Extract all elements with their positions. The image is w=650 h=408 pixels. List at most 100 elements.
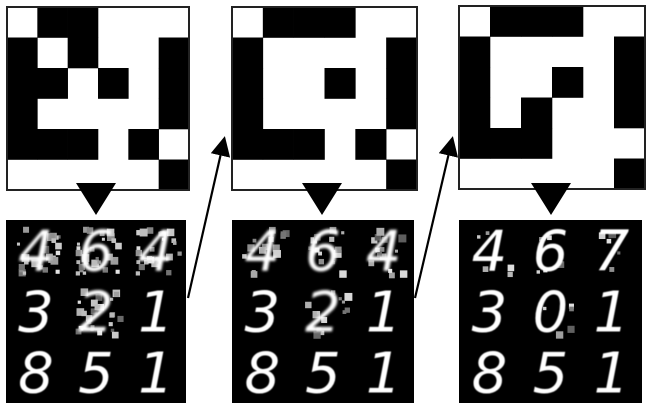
noise-pixel	[617, 251, 621, 255]
noise-pixel	[557, 261, 565, 268]
noise-pixel	[81, 254, 90, 262]
mask-cell	[7, 68, 38, 99]
mask-cell	[7, 37, 38, 69]
noise-pixel	[76, 246, 81, 251]
noise-pixel	[80, 288, 89, 296]
noise-pixel	[273, 249, 281, 258]
noise-pixel	[319, 330, 325, 336]
digit-glyph: 8	[18, 342, 54, 407]
noise-pixel	[31, 259, 39, 268]
mask-cell	[67, 129, 99, 160]
noise-pixel	[90, 327, 94, 332]
digit-glyph: 3	[18, 281, 54, 346]
mask-cell	[459, 97, 491, 129]
noise-pixel	[90, 325, 95, 330]
noise-pixel	[41, 245, 50, 254]
noise-pixel	[102, 267, 109, 273]
noise-pixel	[55, 242, 62, 250]
noise-pixel	[90, 308, 97, 315]
noise-pixel	[333, 249, 342, 258]
noise-pixel	[117, 315, 124, 323]
noise-pixel	[111, 238, 117, 243]
noise-pixel	[85, 315, 93, 322]
noise-pixel	[381, 236, 388, 243]
noise-pixel	[75, 328, 82, 335]
noise-pixel	[166, 253, 173, 261]
digit-cell: 5	[78, 342, 114, 407]
noise-pixel	[55, 250, 61, 256]
noise-pixel	[91, 259, 99, 268]
digit-glyph: 4	[472, 220, 508, 285]
mask-cell	[490, 6, 522, 37]
mask-cell	[614, 67, 646, 98]
digit-cell: 1	[138, 342, 174, 407]
noise-pixel	[115, 242, 122, 250]
noise-pixel	[536, 270, 540, 274]
mask-cell	[614, 158, 646, 190]
noise-pixel	[158, 231, 164, 237]
noise-pixel	[95, 256, 99, 261]
noise-pixel	[342, 310, 347, 314]
mask-cell	[37, 68, 68, 99]
down-arrow-icon	[76, 183, 116, 215]
digit-cell: 3	[472, 281, 508, 346]
mask-cell	[67, 7, 99, 38]
mask-cell	[128, 129, 159, 160]
digit-glyph: 1	[138, 342, 174, 407]
noise-pixel	[606, 238, 612, 244]
noise-pixel	[106, 233, 115, 242]
digit-cell: 4	[472, 220, 515, 285]
noise-pixel	[398, 234, 407, 243]
noise-pixel	[75, 249, 83, 257]
noise-pixel	[335, 246, 342, 254]
noise-pixel	[280, 231, 287, 238]
noise-pixel	[321, 317, 328, 324]
noise-pixel	[268, 226, 276, 234]
mask-cell	[293, 129, 325, 160]
digit-glyph: 4	[245, 220, 281, 285]
noise-pixel	[485, 231, 490, 235]
noise-pixel	[252, 238, 257, 243]
noise-pixel	[37, 260, 41, 264]
digit-cell: 6	[75, 220, 122, 285]
digit-cell: 1	[138, 281, 174, 346]
noise-pixel	[555, 331, 564, 339]
mask-cell	[324, 68, 356, 99]
mask-cell	[614, 97, 646, 129]
noise-pixel	[46, 233, 55, 242]
noise-pixel	[388, 272, 395, 279]
noise-pixel	[313, 331, 321, 339]
mask-cell	[67, 37, 99, 69]
noise-pixel	[388, 268, 393, 273]
mask-grid-2	[231, 6, 418, 191]
mask-cell	[293, 7, 325, 38]
digit-glyph: 1	[138, 281, 174, 346]
noise-pixel	[84, 259, 89, 265]
noise-pixel	[42, 267, 49, 273]
mask-cell	[552, 6, 584, 37]
digit-glyph: 5	[305, 342, 341, 407]
mask-cell	[262, 129, 294, 160]
mask-cell	[552, 67, 584, 98]
mask-cell	[158, 159, 190, 191]
noise-pixel	[151, 259, 159, 268]
noise-pixel	[177, 251, 182, 256]
digit-cell: 2	[305, 281, 353, 346]
noise-pixel	[146, 256, 153, 262]
noise-pixel	[19, 268, 24, 273]
digit-glyph: 4	[18, 220, 54, 285]
noise-pixel	[272, 244, 280, 252]
digit-glyph: 3	[472, 281, 508, 346]
noise-pixel	[110, 256, 119, 265]
digit-cell: 8	[18, 342, 54, 407]
mask-cell	[386, 159, 418, 191]
noise-pixel	[258, 246, 266, 254]
digit-glyph: 8	[472, 342, 508, 407]
mask-cell	[459, 67, 491, 98]
noise-pixel	[329, 226, 337, 234]
mask-cell	[386, 68, 418, 99]
digit-cell: 1	[594, 342, 630, 407]
